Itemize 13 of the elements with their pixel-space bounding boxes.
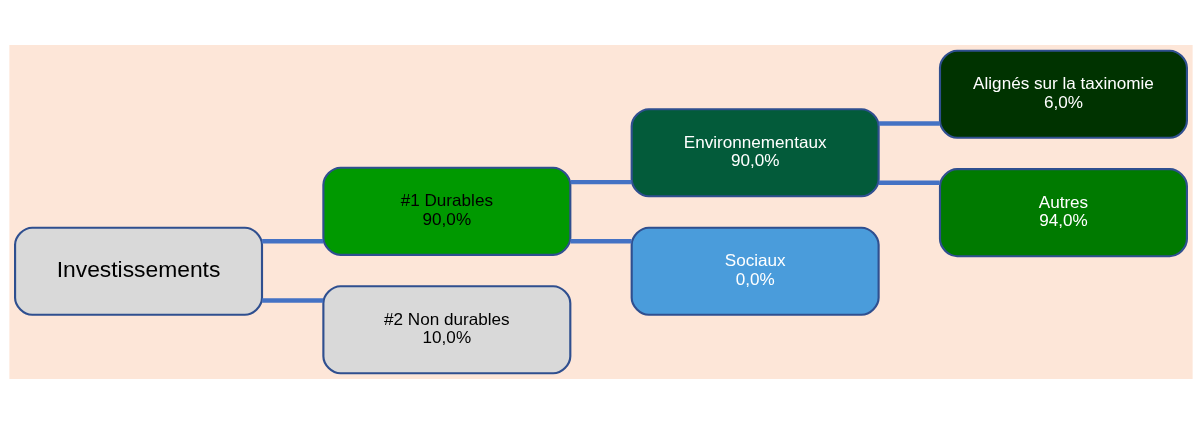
node-box: Sociaux 0,0% xyxy=(630,226,880,316)
node-box: Alignés sur la taxinomie 6,0% xyxy=(938,49,1188,139)
connector xyxy=(262,297,324,303)
connector xyxy=(570,238,632,243)
node-box: Environnementaux 90,0% xyxy=(630,107,880,197)
node-box: Investissements xyxy=(14,226,264,316)
node-box: #1 Durables 90,0% xyxy=(322,166,572,256)
connector xyxy=(878,120,940,126)
connector xyxy=(878,180,940,185)
connector xyxy=(570,179,632,184)
node-box: Autres 94,0% xyxy=(938,167,1188,257)
connector xyxy=(262,238,324,243)
node-box: #2 Non durables 10,0% xyxy=(322,284,572,374)
